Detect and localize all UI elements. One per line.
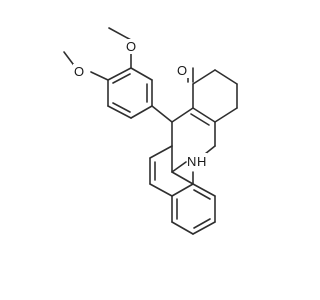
naphthalene-rings — [149, 145, 216, 235]
bond — [171, 107, 194, 123]
bond — [193, 189, 211, 200]
cyclohexenone-ring — [187, 67, 238, 123]
methoxy-oxygen-upper-label: O — [126, 39, 136, 54]
carbonyl-oxygen-label: O — [177, 63, 187, 78]
bond — [112, 102, 131, 113]
bond — [107, 67, 132, 81]
bond — [171, 183, 194, 197]
bond — [130, 105, 153, 119]
bond — [192, 221, 216, 235]
bond — [171, 171, 194, 185]
bond — [192, 107, 216, 123]
bond — [214, 107, 238, 123]
atom-labels: O N H O O — [73, 39, 207, 169]
structure-canvas: O N H O O — [63, 27, 238, 235]
bond — [192, 69, 216, 85]
methoxy-groups — [63, 27, 132, 81]
bond — [149, 145, 173, 159]
amine-hydrogen-label: H — [197, 154, 206, 169]
molecule-structure: O N H O O — [63, 27, 238, 235]
bond — [107, 105, 132, 119]
bond — [193, 218, 211, 229]
bond — [108, 27, 132, 41]
bond — [90, 71, 109, 81]
dimethoxyphenyl-ring — [107, 67, 153, 119]
bond — [190, 113, 210, 126]
bond — [130, 67, 153, 81]
bond — [192, 183, 216, 197]
bond — [171, 161, 187, 173]
bond — [214, 69, 238, 85]
bond — [149, 183, 173, 197]
methoxy-oxygen-lower-label: O — [74, 64, 84, 79]
amine-nitrogen-label: N — [187, 154, 196, 169]
bond — [151, 105, 173, 123]
bond — [171, 221, 194, 235]
bond — [112, 73, 131, 84]
